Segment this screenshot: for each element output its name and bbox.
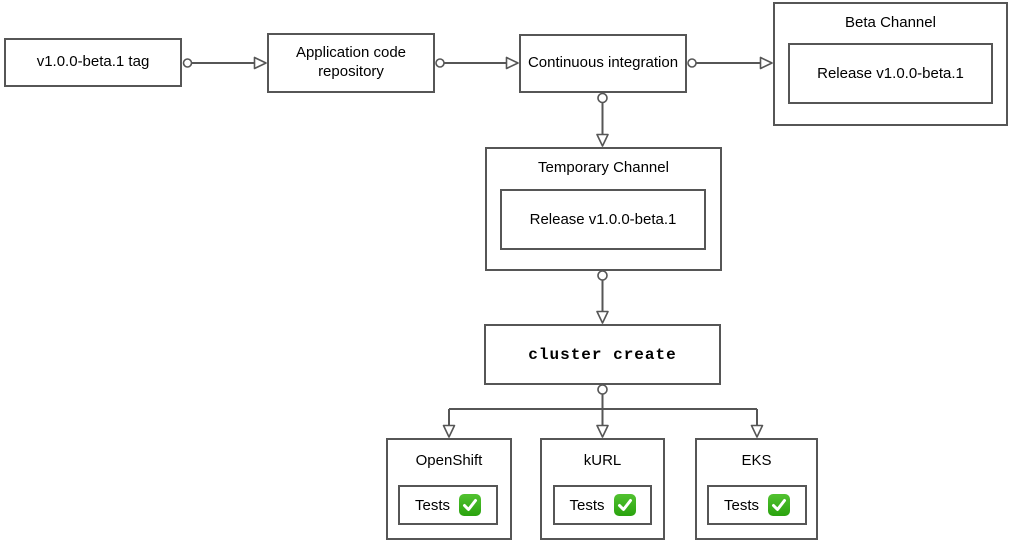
node-continuous-integration-label: Continuous integration xyxy=(527,54,679,72)
node-version-tag-label: v1.0.0-beta.1 tag xyxy=(36,53,150,71)
node-cluster-create: cluster create xyxy=(484,324,721,385)
check-mark-button-icon xyxy=(768,494,790,516)
connector-tag-to-repo xyxy=(182,56,267,70)
beta-channel-release-label: Release v1.0.0-beta.1 xyxy=(817,65,964,82)
node-application-code-repository: Application code repository xyxy=(267,33,435,93)
temporary-channel-title: Temporary Channel xyxy=(538,159,669,176)
temporary-channel-release-box: Release v1.0.0-beta.1 xyxy=(500,189,706,250)
node-kurl: kURL Tests xyxy=(540,438,665,540)
node-beta-channel: Beta Channel Release v1.0.0-beta.1 xyxy=(773,2,1008,126)
node-version-tag: v1.0.0-beta.1 tag xyxy=(4,38,182,87)
kurl-title: kURL xyxy=(583,452,622,469)
temporary-channel-release-label: Release v1.0.0-beta.1 xyxy=(529,211,677,228)
node-temporary-channel: Temporary Channel Release v1.0.0-beta.1 xyxy=(485,147,722,271)
eks-tests-label: Tests xyxy=(723,496,759,514)
connector-temporary-channel-to-cluster-create xyxy=(596,270,609,324)
node-continuous-integration: Continuous integration xyxy=(519,34,687,93)
node-eks: EKS Tests xyxy=(695,438,818,540)
kurl-tests-box: Tests xyxy=(553,485,652,525)
connector-ci-to-beta-channel xyxy=(687,56,773,70)
check-mark-button-icon xyxy=(459,494,481,516)
check-mark-button-icon xyxy=(613,494,636,516)
node-application-code-repository-label: Application code repository xyxy=(295,44,407,80)
node-openshift: OpenShift Tests xyxy=(386,438,512,540)
openshift-title: OpenShift xyxy=(415,452,483,469)
eks-title: EKS xyxy=(741,452,772,469)
node-cluster-create-label: cluster create xyxy=(528,345,677,364)
openshift-tests-box: Tests xyxy=(398,485,498,525)
connector-repo-to-ci xyxy=(435,56,519,70)
connector-ci-to-temporary-channel xyxy=(596,92,609,147)
kurl-tests-label: Tests xyxy=(569,496,605,514)
openshift-tests-label: Tests xyxy=(414,496,450,514)
eks-tests-box: Tests xyxy=(707,485,807,525)
beta-channel-title: Beta Channel xyxy=(845,14,936,31)
connector-cluster-create-to-tests xyxy=(442,384,764,438)
beta-channel-release-box: Release v1.0.0-beta.1 xyxy=(788,43,993,104)
